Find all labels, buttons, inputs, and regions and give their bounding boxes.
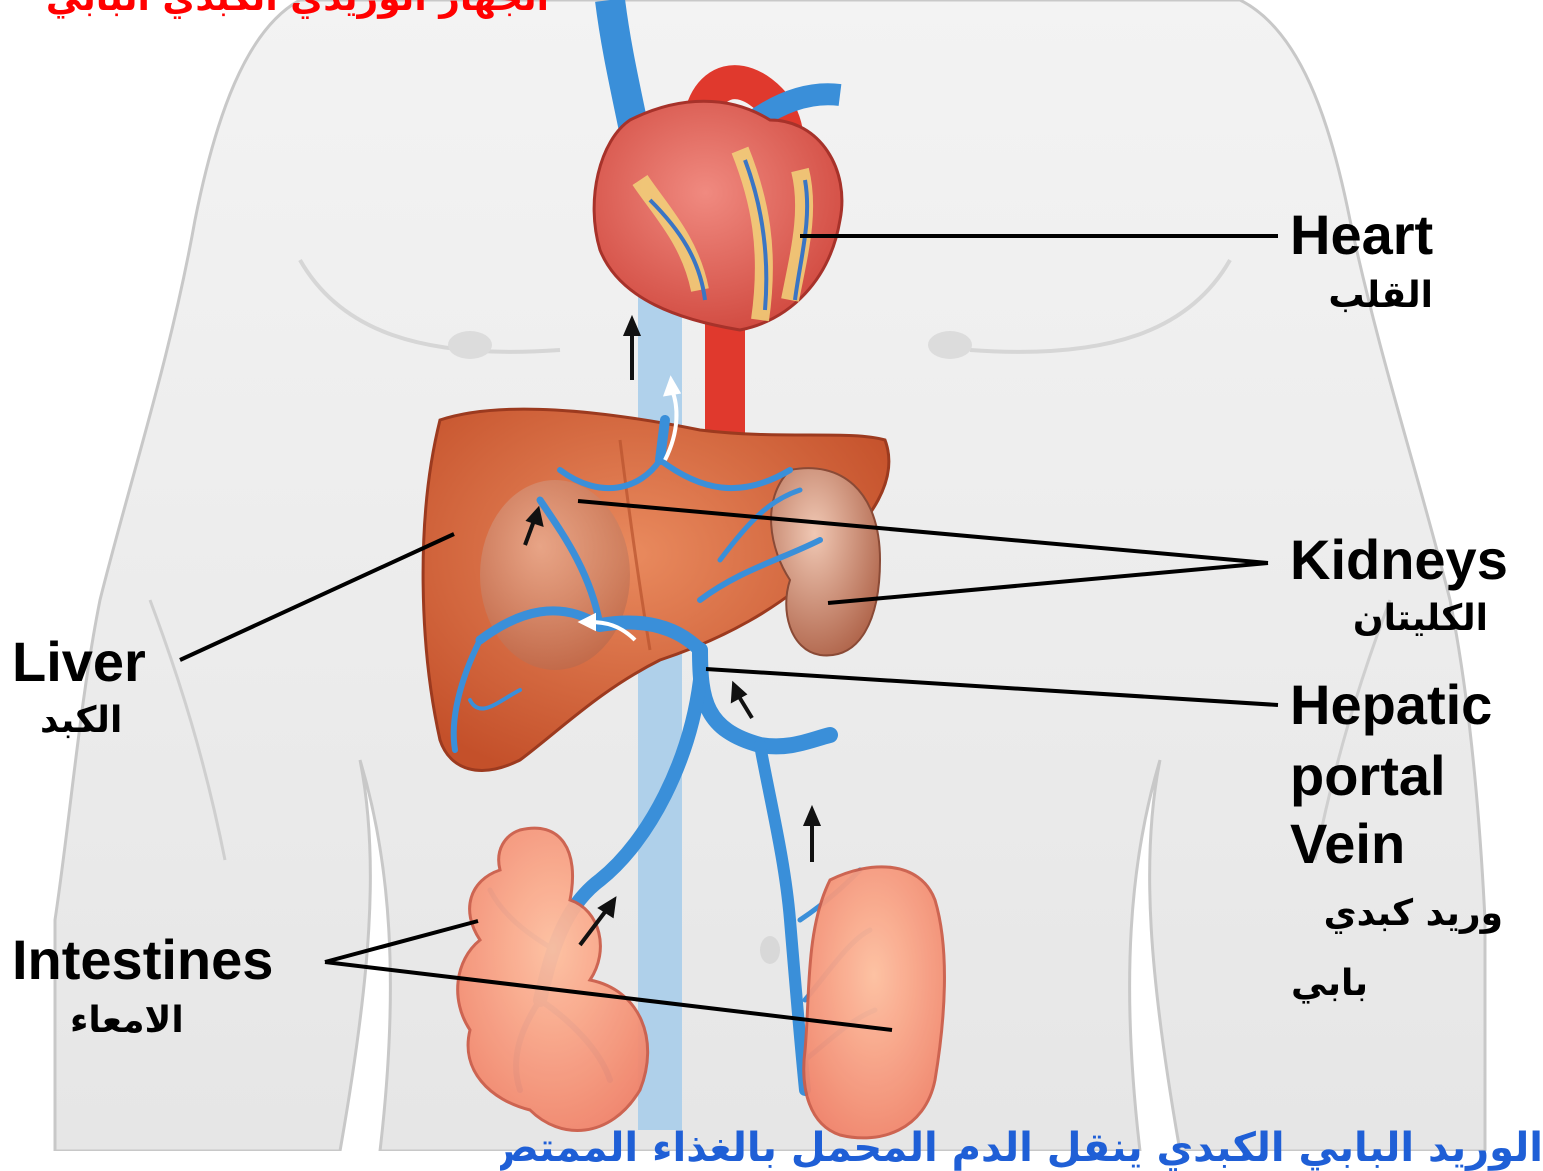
label-liver-arabic: الكبد [40, 700, 122, 742]
label-hepatic-portal-vein-line2: portal [1290, 746, 1446, 806]
label-hepatic-portal-vein-line3: Vein [1290, 814, 1405, 874]
label-kidneys: Kidneys [1290, 530, 1508, 590]
label-kidneys-arabic: الكليتان [1353, 598, 1488, 640]
label-hepatic-portal-vein-arabic-line2: بابي [1291, 963, 1368, 1005]
nipple-left [448, 331, 492, 359]
label-heart: Heart [1290, 205, 1433, 265]
label-intestines: Intestines [12, 930, 273, 990]
nipple-right [928, 331, 972, 359]
label-heart-arabic: القلب [1328, 275, 1433, 317]
label-hepatic-portal-vein-line1: Hepatic [1290, 675, 1492, 735]
colon-right [804, 867, 945, 1138]
label-hepatic-portal-vein-arabic-line1: وريد كبدي [1324, 893, 1503, 935]
label-liver: Liver [12, 632, 146, 692]
label-intestines-arabic: الامعاء [70, 1000, 184, 1042]
kidney-left [480, 480, 630, 670]
navel [760, 936, 780, 964]
footer-caption: الوريد البابي الكبدي ينقل الدم المحمل با… [500, 1125, 1543, 1171]
header-title: الجهاز الوريدي الكبدي البابي [46, 0, 549, 19]
